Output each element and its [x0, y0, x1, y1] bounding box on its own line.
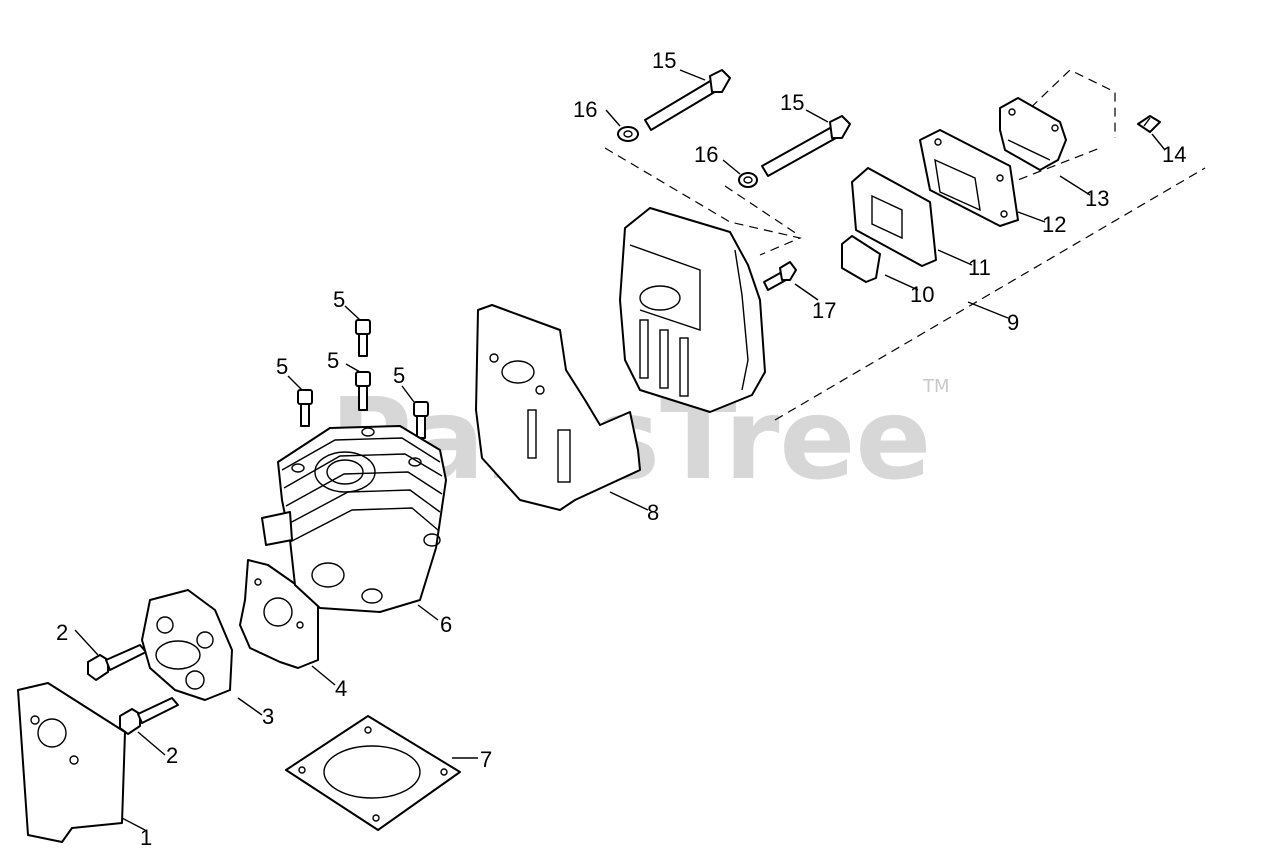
- part-5-screw-d: [413, 401, 429, 439]
- callout-1: 1: [140, 825, 152, 850]
- callout-4: 4: [335, 676, 347, 701]
- callout-5-c: 5: [327, 348, 339, 373]
- trademark-symbol: TM: [922, 376, 950, 397]
- part-15-bolt-upper: [644, 69, 731, 131]
- part-16-washer-lower: [738, 172, 758, 188]
- callout-2-upper: 2: [56, 620, 68, 645]
- callout-8: 8: [647, 500, 659, 525]
- assembly-lines: [604, 69, 1206, 421]
- part-10-small-gasket: [841, 235, 881, 283]
- callout-11: 11: [968, 255, 991, 280]
- part-7-base-gasket: [285, 715, 461, 831]
- part-1-plate: [17, 682, 126, 843]
- callout-5-d: 5: [393, 363, 405, 388]
- part-6-cylinder: [261, 425, 447, 613]
- part-2-bolt-upper: [87, 644, 147, 681]
- callout-labels: 1 2 2 3 4 5 5 5 5 6 7 8 9 10 11 12 13 14…: [56, 48, 1186, 850]
- callout-12: 12: [1042, 212, 1066, 237]
- part-5-screw-a: [355, 319, 371, 357]
- callout-10: 10: [910, 282, 934, 307]
- part-13-bracket: [999, 97, 1067, 171]
- part-16-washer-upper: [617, 126, 639, 142]
- callout-5-b: 5: [276, 354, 288, 379]
- callout-6: 6: [440, 612, 452, 637]
- part-5-screw-b: [297, 389, 313, 427]
- callout-17: 17: [812, 298, 836, 323]
- part-5-screw-c: [355, 371, 371, 411]
- part-15-bolt-lower: [761, 115, 851, 177]
- callout-2-lower: 2: [166, 743, 178, 768]
- part-12-plate: [919, 129, 1019, 227]
- part-8-heat-shield: [475, 304, 641, 511]
- callout-14: 14: [1162, 142, 1186, 167]
- callout-13: 13: [1085, 186, 1109, 211]
- part-11-gasket: [851, 167, 937, 267]
- part-17-screw: [763, 261, 797, 291]
- callout-7: 7: [480, 747, 492, 772]
- callout-3: 3: [262, 704, 274, 729]
- part-9-muffler: [619, 207, 766, 413]
- part-3-intake-block: [141, 589, 233, 701]
- part-14-screw: [1137, 115, 1161, 133]
- callout-15-upper: 15: [652, 48, 676, 73]
- callout-16-lower: 16: [694, 142, 718, 167]
- callout-5-a: 5: [333, 287, 345, 312]
- callout-15-lower: 15: [780, 90, 804, 115]
- leader-lines: [74, 69, 1166, 831]
- callout-9: 9: [1007, 310, 1019, 335]
- callout-16-upper: 16: [573, 97, 597, 122]
- part-2-bolt-lower: [119, 697, 179, 735]
